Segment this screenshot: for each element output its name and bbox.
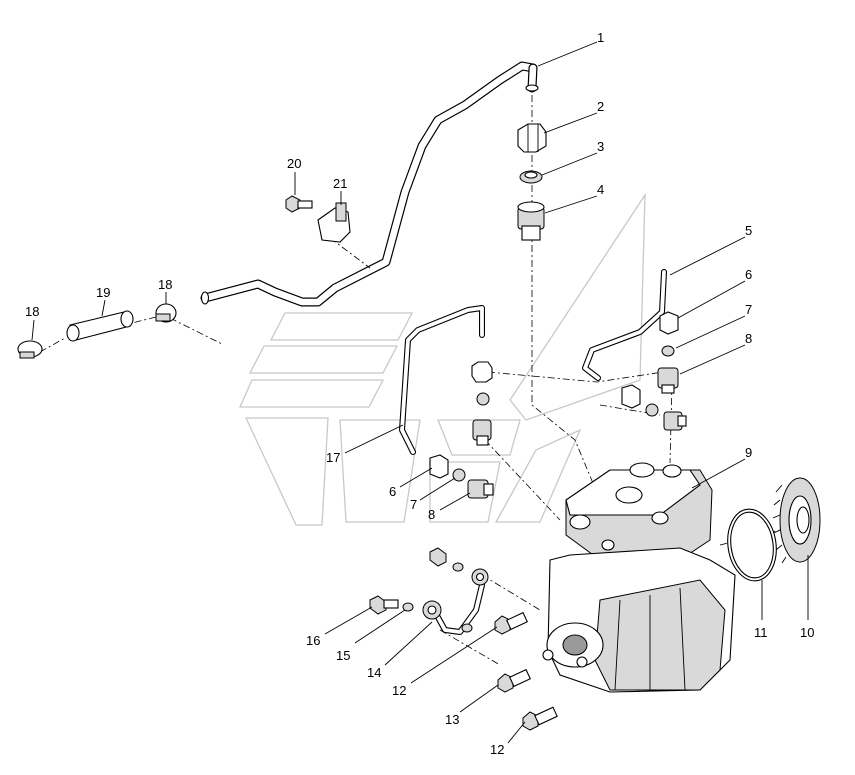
callout-19: 19 bbox=[96, 285, 110, 300]
callout-13: 13 bbox=[445, 712, 459, 727]
callout-2: 2 bbox=[597, 99, 604, 114]
bolt-12-upper bbox=[494, 611, 529, 635]
callout-12-lower: 12 bbox=[490, 742, 504, 757]
hex-nut-2 bbox=[517, 123, 547, 153]
air-pipe-5 bbox=[582, 269, 667, 381]
callout-8-right: 8 bbox=[745, 331, 752, 346]
callout-17: 17 bbox=[326, 450, 340, 465]
callout-15: 15 bbox=[336, 648, 350, 663]
callout-18-right: 18 bbox=[158, 277, 172, 292]
leader-lines bbox=[31, 41, 809, 744]
callout-6-left: 6 bbox=[389, 484, 396, 499]
callout-10: 10 bbox=[800, 625, 814, 640]
bolt-20 bbox=[285, 195, 313, 213]
nut-fitting-group-right bbox=[657, 311, 679, 394]
callout-8-left: 8 bbox=[428, 507, 435, 522]
callout-14: 14 bbox=[367, 665, 381, 680]
banjo-bolt-16 bbox=[369, 595, 399, 615]
callout-12-upper: 12 bbox=[392, 683, 406, 698]
callout-7-left: 7 bbox=[410, 497, 417, 512]
callout-16: 16 bbox=[306, 633, 320, 648]
drive-gear-10 bbox=[772, 477, 821, 564]
bolt-12-lower bbox=[522, 706, 558, 731]
o-ring-11 bbox=[727, 508, 777, 582]
union-fitting-4 bbox=[517, 201, 545, 241]
callout-11: 11 bbox=[754, 625, 768, 640]
nut-fitting-group-center bbox=[621, 384, 687, 431]
air-pipe-main bbox=[200, 61, 539, 307]
callout-18-left: 18 bbox=[25, 304, 39, 319]
hose-clamp-18-right bbox=[155, 303, 177, 323]
air-compressor-9 bbox=[542, 462, 736, 693]
sealing-ring-3 bbox=[519, 170, 543, 184]
callout-5: 5 bbox=[745, 223, 752, 238]
bolt-13 bbox=[497, 668, 532, 693]
air-pipe-17 bbox=[399, 305, 485, 455]
callout-1: 1 bbox=[597, 30, 604, 45]
washer-15 bbox=[402, 602, 414, 612]
callout-21: 21 bbox=[333, 176, 347, 191]
callout-9: 9 bbox=[745, 445, 752, 460]
callout-6-right: 6 bbox=[745, 267, 752, 282]
oil-line-14 bbox=[422, 547, 489, 635]
hose-19 bbox=[66, 310, 134, 342]
pipe-bracket-21 bbox=[317, 202, 351, 243]
callout-7-right: 7 bbox=[745, 302, 752, 317]
callout-labels: 1 2 3 4 5 6 7 8 9 10 11 12 12 13 14 15 1… bbox=[25, 30, 814, 757]
nut-fitting-group-upper-left bbox=[471, 361, 493, 446]
callout-3: 3 bbox=[597, 139, 604, 154]
hose-clamp-18-left bbox=[17, 340, 43, 359]
watermark-logo bbox=[238, 192, 646, 526]
callout-4: 4 bbox=[597, 182, 604, 197]
nut-fitting-group-lower-left bbox=[429, 454, 494, 499]
callout-20: 20 bbox=[287, 156, 301, 171]
